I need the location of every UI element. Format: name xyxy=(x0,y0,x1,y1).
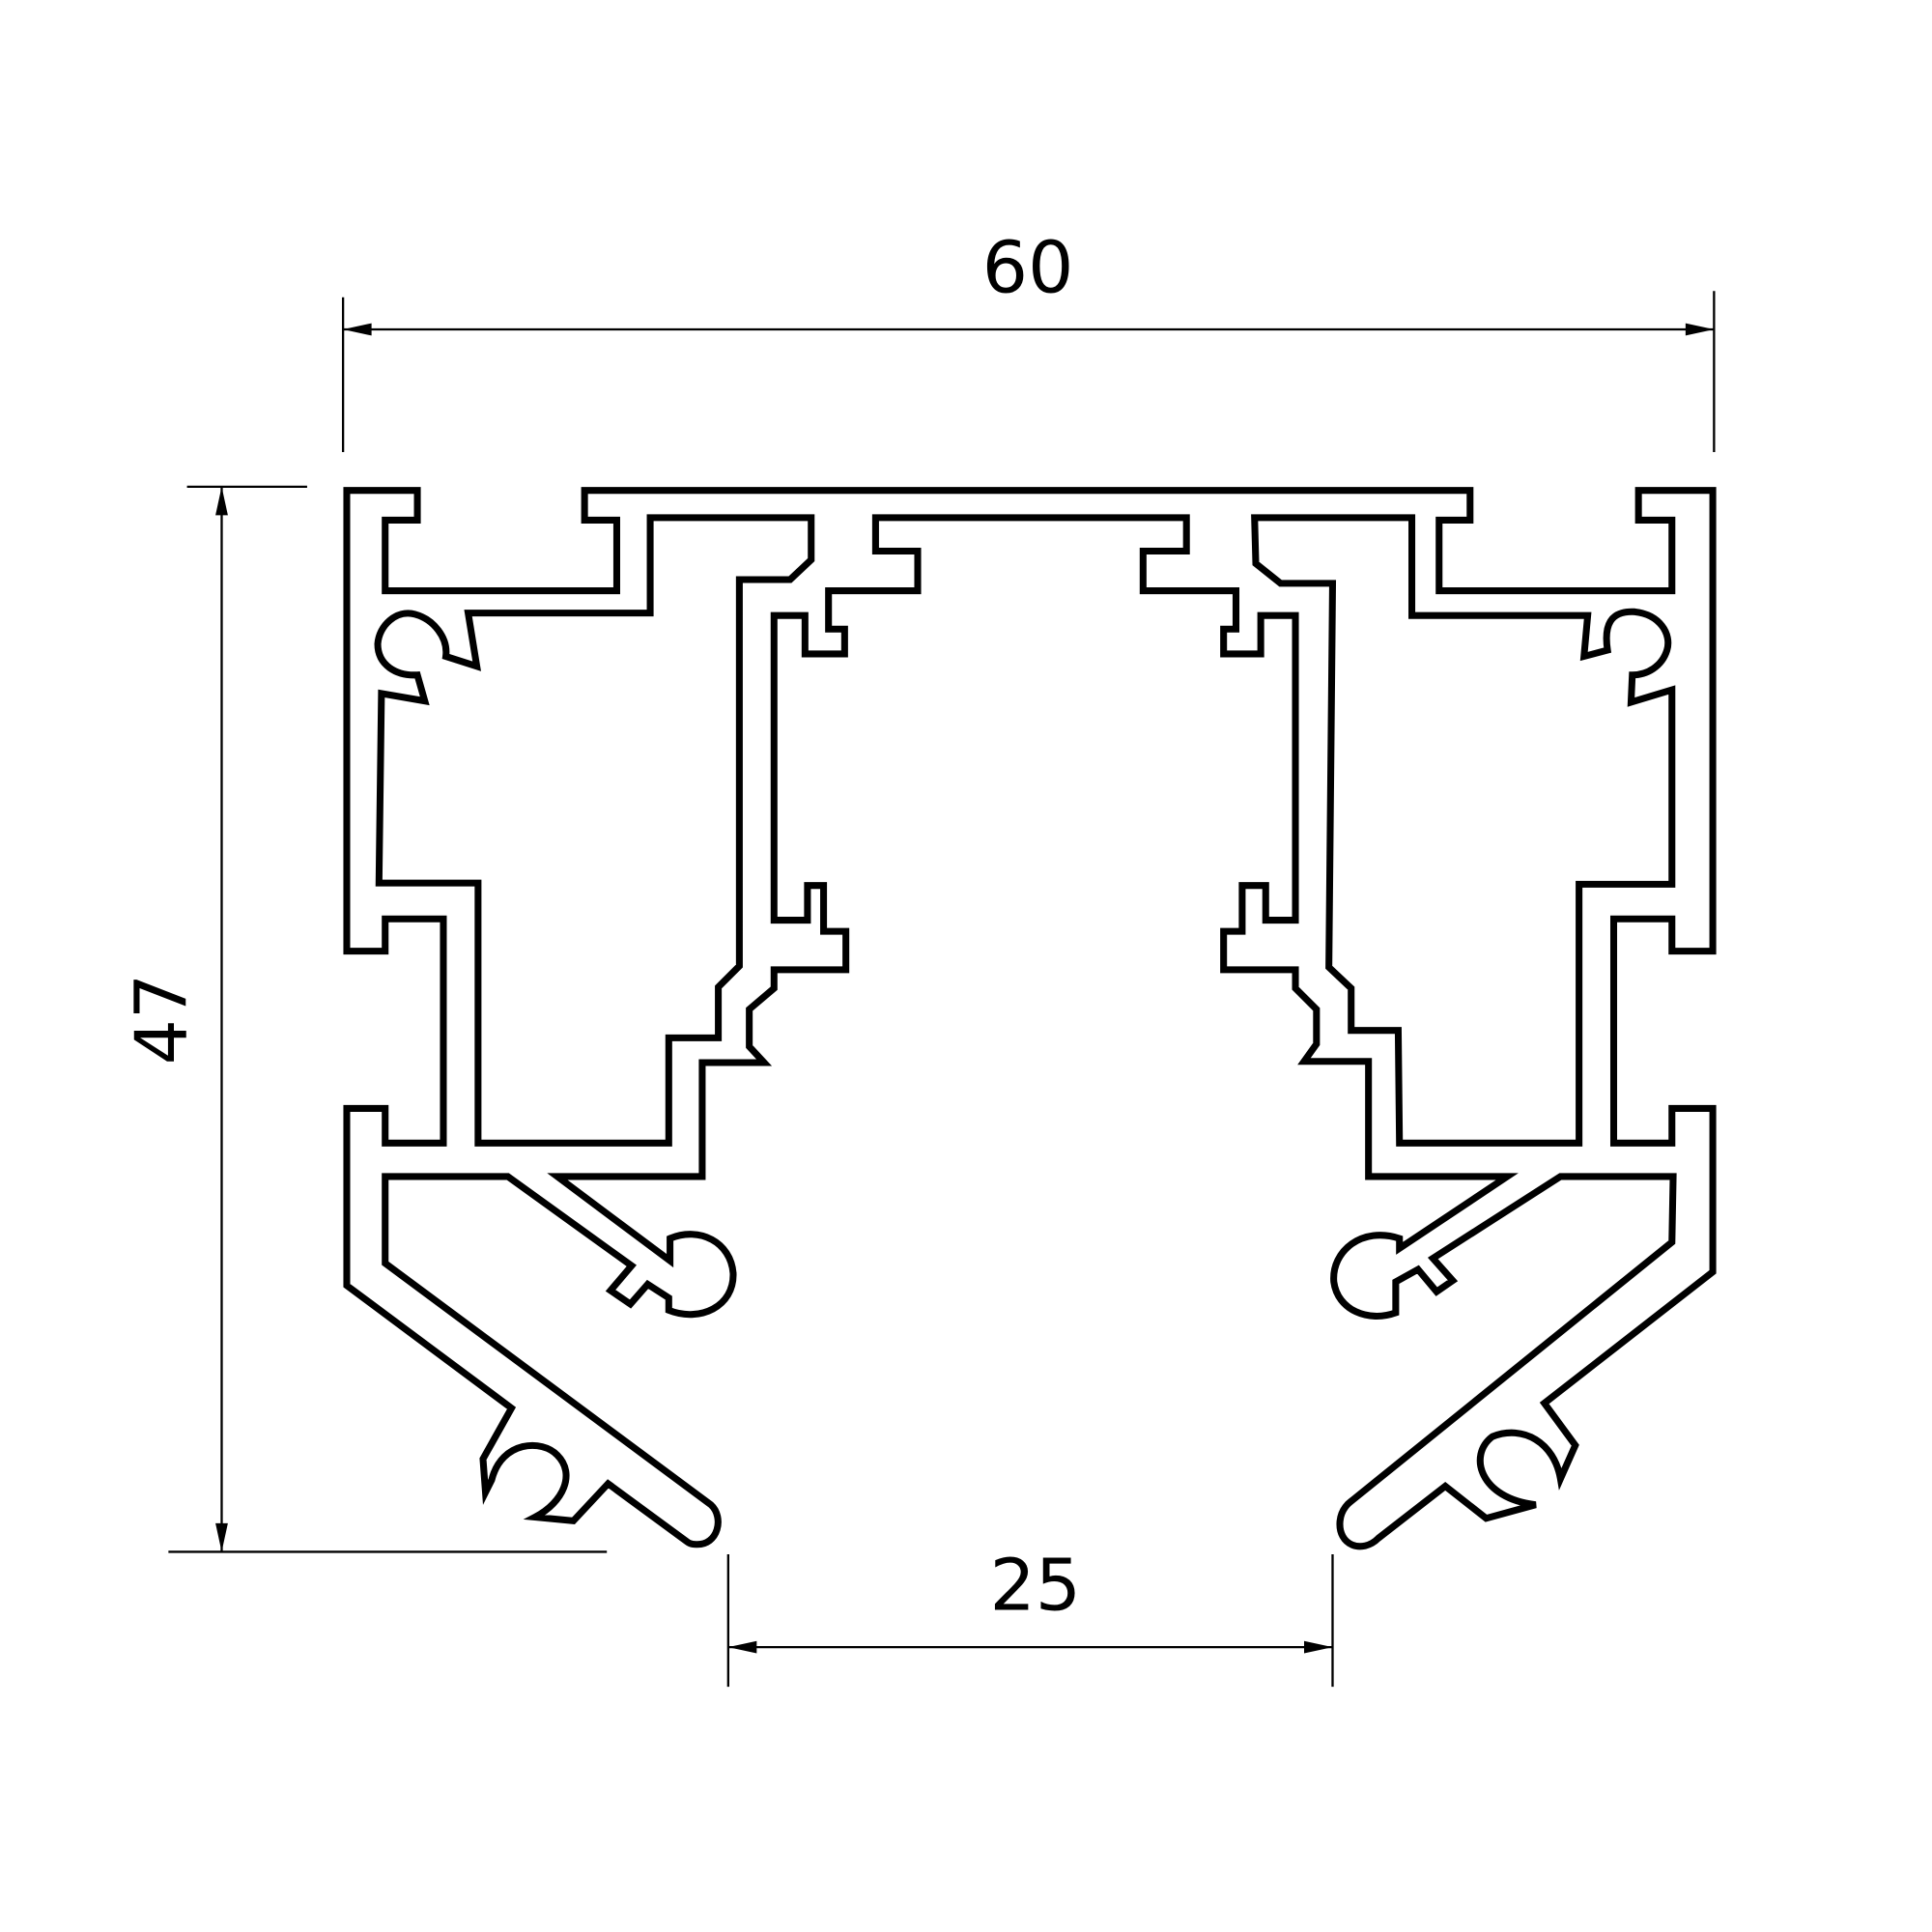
dimension-label-opening: 25 xyxy=(989,1544,1081,1628)
arrow-down-icon xyxy=(215,1522,228,1552)
arrow-right-icon xyxy=(1685,323,1715,336)
dimension-opening: 25 xyxy=(726,1544,1334,1688)
profile-outline xyxy=(343,487,1717,1550)
arrow-left-icon xyxy=(727,1640,757,1654)
arrow-up-icon xyxy=(215,486,228,516)
dimension-label-height: 47 xyxy=(119,974,203,1065)
arrow-left-icon xyxy=(343,323,372,336)
dimension-width: 60 xyxy=(341,226,1716,452)
dimension-label-width: 60 xyxy=(982,226,1074,310)
arrow-right-icon xyxy=(1304,1640,1333,1654)
dimension-height: 47 xyxy=(119,485,608,1553)
